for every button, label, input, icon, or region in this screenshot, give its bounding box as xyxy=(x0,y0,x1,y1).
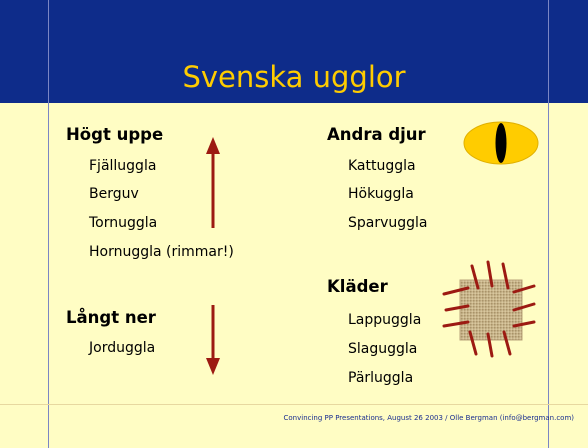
footer-divider xyxy=(0,404,588,405)
slide-footer: Convincing PP Presentations, August 26 2… xyxy=(283,414,575,422)
list-item: Hökuggla xyxy=(348,186,414,202)
list-item: Jorduggla xyxy=(89,340,156,356)
heading-andra-djur: Andra djur xyxy=(327,125,426,144)
list-item: Sparvuggla xyxy=(348,215,428,231)
heading-klader: Kläder xyxy=(327,277,388,296)
heading-langt-ner: Långt ner xyxy=(66,308,156,327)
list-item: Kattuggla xyxy=(348,158,416,174)
cat-eye-icon xyxy=(463,121,539,165)
list-item: Berguv xyxy=(89,186,139,202)
list-item: Slaguggla xyxy=(348,341,418,357)
down-arrow-icon xyxy=(206,305,220,375)
slide-title: Svenska ugglor xyxy=(182,60,406,94)
list-item: Fjälluggla xyxy=(89,158,157,174)
fabric-patch-icon xyxy=(442,260,536,358)
list-item: Hornuggla (rimmar!) xyxy=(89,244,234,260)
slide-header xyxy=(0,0,588,103)
list-item: Pärluggla xyxy=(348,370,414,386)
list-item: Lappuggla xyxy=(348,312,422,328)
heading-hogt-uppe: Högt uppe xyxy=(66,125,164,144)
left-guide-line xyxy=(48,0,49,448)
list-item: Tornuggla xyxy=(89,215,158,231)
right-guide-line xyxy=(548,0,549,448)
up-arrow-icon xyxy=(206,137,220,228)
